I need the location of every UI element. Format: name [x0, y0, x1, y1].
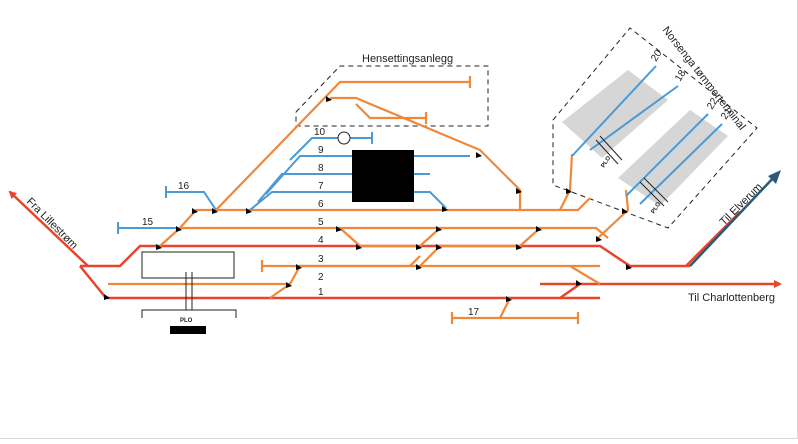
switch: [436, 244, 442, 250]
station-building: [141, 251, 235, 279]
label-plo-lower: PLO: [651, 201, 663, 215]
switch: [416, 264, 422, 270]
norsenga-boundary: [552, 27, 758, 229]
switch: [326, 96, 332, 102]
switch: [104, 294, 110, 300]
hens-main: [215, 80, 470, 211]
track-3: [262, 255, 421, 268]
label-til-charlottenberg: Til Charlottenberg: [688, 292, 775, 304]
switch: [246, 208, 252, 214]
track-number-6: 6: [318, 199, 324, 210]
switch: [442, 206, 448, 212]
track-5-switches: [419, 227, 541, 267]
main-line-track-4: [80, 244, 690, 268]
switch: [336, 226, 342, 232]
switch: [566, 188, 572, 194]
track-number-16: 16: [178, 181, 190, 192]
plo-upper-link-1: [595, 139, 619, 165]
switch: [626, 264, 632, 270]
plo-lower-link-2: [643, 177, 669, 203]
norsenga-terminal: [552, 27, 758, 229]
track-number-4: 4: [318, 235, 324, 246]
track-number-7: 7: [318, 181, 324, 192]
track-18: [589, 85, 679, 151]
switch: [576, 280, 582, 286]
terminal-yard-upper: [562, 70, 668, 158]
track-number-15: 15: [142, 217, 154, 228]
terminal-yard-lower: [618, 110, 728, 206]
track-17: [499, 297, 511, 319]
track-number-1: 1: [318, 287, 324, 298]
switch: [516, 188, 522, 194]
track-6-switches: [339, 227, 441, 248]
switch: [622, 208, 628, 214]
track-7: [249, 191, 447, 211]
hens-branch: [330, 96, 522, 210]
plo-lower-link-1: [639, 181, 665, 207]
track-number-17: 17: [468, 307, 480, 318]
plo-platform: [141, 309, 237, 318]
elverum-arrow: [689, 175, 776, 267]
track-number-10: 10: [314, 127, 326, 138]
track-10-circle: [337, 131, 351, 145]
label-plo-main: PLO: [180, 318, 193, 324]
switch: [356, 244, 362, 250]
track-20: [571, 65, 657, 157]
track-number-5: 5: [318, 217, 324, 228]
track-number-3: 3: [318, 254, 324, 265]
plo-building: [170, 326, 206, 334]
track-16: [166, 191, 217, 211]
switch: [156, 244, 162, 250]
switch: [416, 244, 422, 250]
track-6: [179, 197, 591, 229]
main-line-track-1-join: [559, 282, 581, 300]
track-number-9: 9: [318, 145, 324, 156]
switch: [296, 264, 302, 270]
hens-spur: [355, 103, 426, 120]
warehouse-block: [352, 150, 414, 202]
plo-upper-link-2: [599, 135, 623, 161]
label-hensettingsanlegg: Hensettingsanlegg: [362, 53, 453, 65]
elverum-arrowhead: [768, 170, 781, 184]
track-21: [639, 123, 723, 205]
switch: [516, 244, 522, 250]
label-plo-upper: PLO: [601, 155, 613, 169]
main-line-west-arrow: [8, 190, 89, 267]
switch-markers: [104, 96, 632, 302]
switch: [436, 226, 442, 232]
switch: [176, 226, 182, 232]
switch: [286, 282, 292, 288]
main-line-track-1-west: [79, 265, 107, 299]
switch: [212, 208, 218, 214]
track-2-east: [569, 265, 601, 285]
track-10: [289, 137, 372, 161]
track-2: [108, 264, 600, 286]
track-number-2: 2: [318, 272, 324, 283]
station-tracks: [108, 76, 630, 324]
switch: [536, 226, 542, 232]
switch: [596, 236, 602, 242]
terminal-lead: [559, 153, 574, 211]
switch: [192, 208, 198, 214]
track-number-8: 8: [318, 163, 324, 174]
track-numbers: 1 2 3 4 5 6 7 8 9 10 15 16 17 20 18 22 2…: [142, 48, 735, 318]
switch: [476, 152, 482, 158]
switch: [506, 296, 512, 302]
